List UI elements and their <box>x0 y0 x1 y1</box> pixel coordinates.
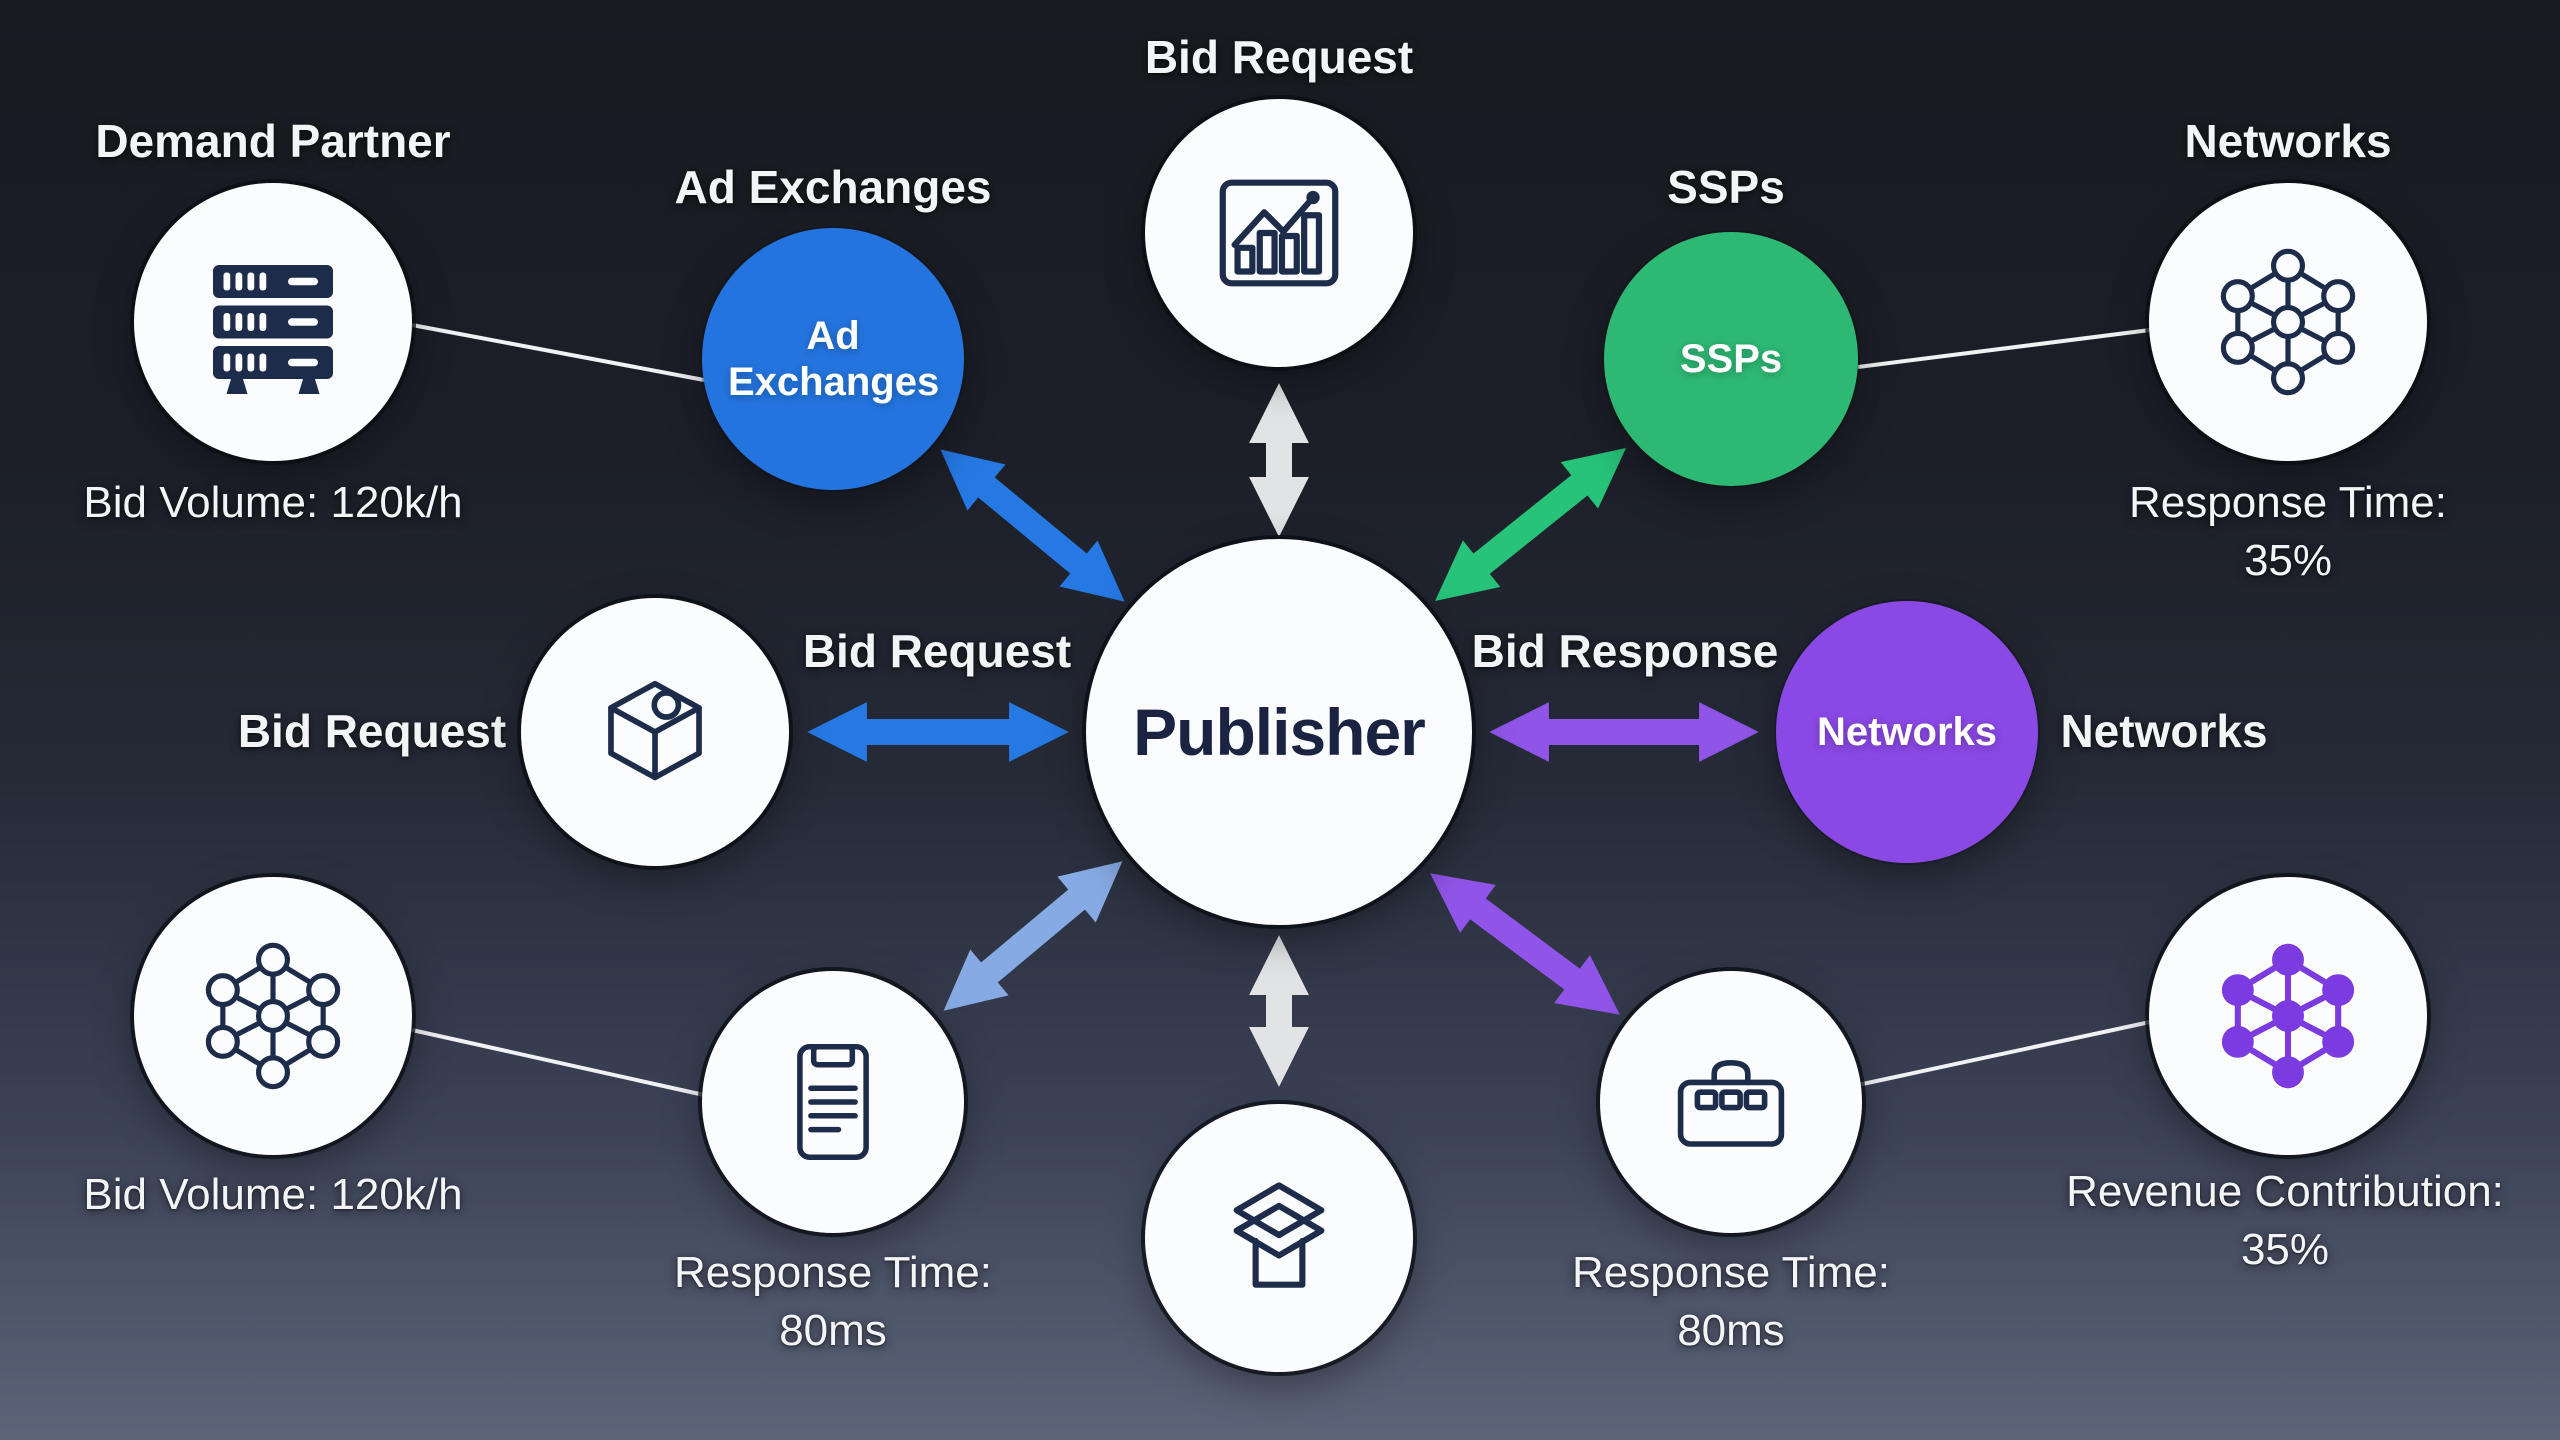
bid-volume-bottom-metric: Bid Volume: 120k/h <box>83 1170 463 1219</box>
ssps-title: SSPs <box>1667 161 1785 213</box>
server-icon <box>213 265 333 394</box>
document-icon <box>797 1044 869 1160</box>
response-time-left-node <box>702 971 964 1233</box>
networks-right-label: Networks <box>2060 705 2268 757</box>
networks-top-title: Networks <box>2184 115 2392 167</box>
response-time-left-metric: Response Time: 80ms <box>674 1248 992 1356</box>
response-time-right-metric: Response Time: 80ms <box>1572 1248 1890 1356</box>
arrow-publisher-briefcase <box>1430 873 1620 1015</box>
connector-bidvolume-to-document <box>411 1028 705 1097</box>
bid-request-left-label: Bid Request <box>237 705 507 757</box>
layers-node <box>1145 1104 1413 1372</box>
demand-partner-node <box>134 183 412 461</box>
arrow-publisher-document <box>943 861 1123 1011</box>
bid-request-left-node <box>521 598 789 866</box>
cube-icon <box>608 680 702 781</box>
networks-mid-node: Networks <box>1776 601 2038 863</box>
ad-exchanges-node: Ad Exchanges <box>702 228 964 490</box>
connector-briefcase-to-revenue <box>1857 1020 2151 1087</box>
networks-top-metric: Response Time: 35% <box>2129 478 2447 586</box>
bid-request-top-title: Bid Request <box>1144 31 1414 83</box>
layers-icon <box>1233 1182 1325 1288</box>
networks-mid-circle-label: Networks <box>1816 710 1998 754</box>
arrow-exchange-publisher <box>940 449 1125 602</box>
bid-volume-bottom-node <box>134 877 412 1155</box>
bar-chart-icon <box>1219 179 1339 287</box>
demand-partner-title: Demand Partner <box>95 115 451 167</box>
ad-exchanges-circle-label: Ad Exchanges <box>728 314 940 404</box>
publisher-node: Publisher <box>1086 539 1472 925</box>
connector-demand-to-exchange <box>411 323 705 382</box>
ad-exchanges-title: Ad Exchanges <box>674 161 992 213</box>
publisher-label: Publisher <box>1133 695 1426 769</box>
revenue-metric: Revenue Contribution: 35% <box>2066 1167 2504 1275</box>
ssps-circle-label: SSPs <box>1679 337 1783 381</box>
network-icon <box>205 942 341 1090</box>
network-icon <box>2220 248 2356 396</box>
networks-top-node <box>2149 183 2427 461</box>
arrow-ssps-publisher <box>1435 447 1626 602</box>
bid-request-top-node <box>1145 99 1413 367</box>
bid-request-arrow-label: Bid Request <box>802 625 1072 677</box>
connector-ssps-to-networks <box>1857 328 2151 369</box>
network-filled-icon <box>2221 943 2355 1089</box>
briefcase-icon <box>1677 1060 1785 1147</box>
response-time-right-node <box>1600 971 1862 1233</box>
demand-partner-metric: Bid Volume: 120k/h <box>83 478 463 527</box>
bid-response-arrow-label: Bid Response <box>1471 625 1779 677</box>
revenue-node <box>2149 877 2427 1155</box>
ssps-node: SSPs <box>1604 232 1858 486</box>
